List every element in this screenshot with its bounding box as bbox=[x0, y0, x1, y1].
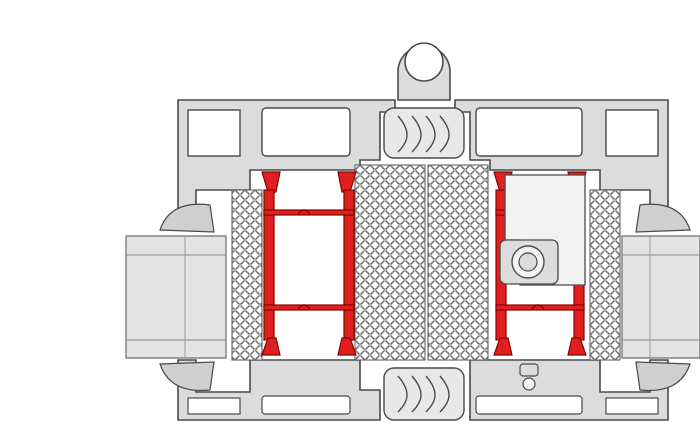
insulation-foam-icon bbox=[231, 164, 621, 361]
center-gasket-bottom bbox=[383, 367, 465, 421]
glass-pane-right bbox=[621, 235, 700, 359]
glass-pane-left bbox=[125, 235, 227, 359]
center-gasket-top bbox=[383, 107, 465, 159]
hanger-ring-icon bbox=[397, 42, 451, 101]
hardware-lock-icon bbox=[499, 174, 586, 391]
left-frame-profile bbox=[159, 99, 396, 421]
right-frame-profile bbox=[454, 99, 691, 421]
